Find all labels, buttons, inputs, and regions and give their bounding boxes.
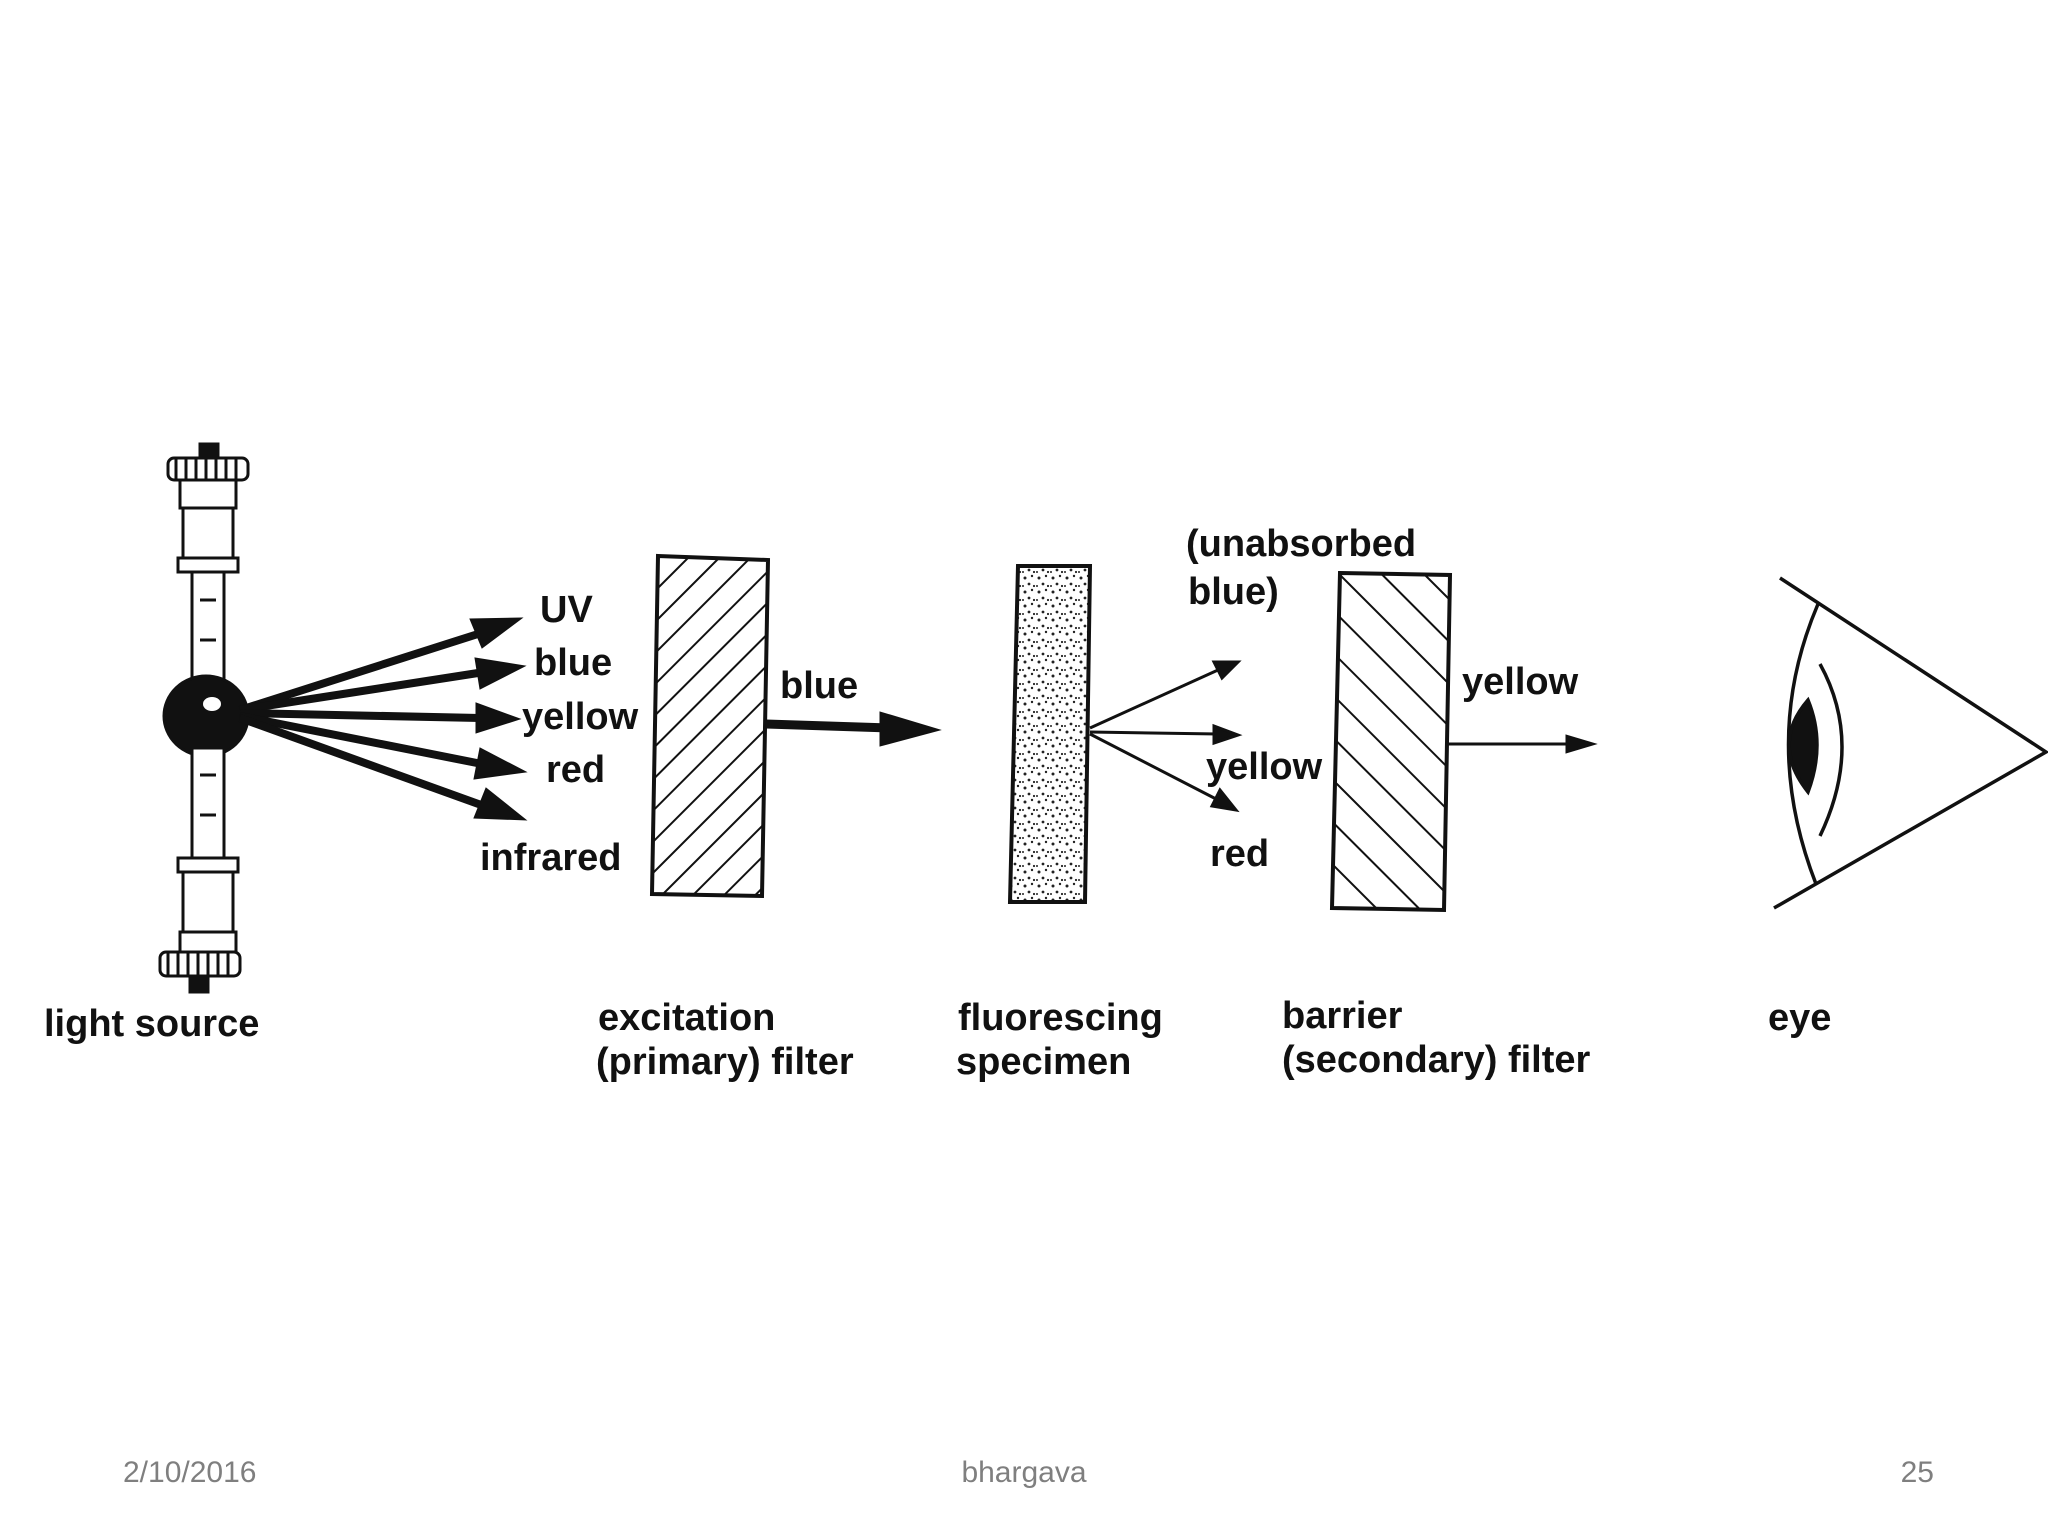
- unabsorbed-blue-arrow: [1089, 660, 1242, 730]
- excitation-output-label: blue: [780, 665, 858, 707]
- page-number: 25: [1900, 1456, 1934, 1489]
- infrared-ray-arrow: [238, 714, 528, 821]
- uv-ray-arrow: [238, 617, 524, 714]
- label-eye: eye: [1768, 997, 1831, 1039]
- yellow-ray-arrow: [239, 702, 522, 734]
- lamp-icon: [158, 442, 250, 994]
- yellow-emission-arrow: [1089, 723, 1243, 746]
- label-light-source: light source: [44, 1003, 259, 1045]
- ray-label-blue: blue: [534, 642, 612, 684]
- barrier-output-arrow: [1446, 734, 1598, 754]
- label-excitation-line2: (primary) filter: [596, 1041, 854, 1083]
- source-rays: [238, 617, 528, 821]
- emission-label-red: red: [1210, 833, 1269, 875]
- barrier-filter: [1329, 570, 1453, 913]
- ray-label-infrared: infrared: [480, 837, 621, 879]
- label-specimen-line2: specimen: [956, 1041, 1131, 1083]
- label-excitation-line1: excitation: [598, 997, 775, 1039]
- fluorescing-specimen: [1007, 564, 1093, 904]
- label-barrier-line2: (secondary) filter: [1282, 1039, 1591, 1081]
- specimen-emission-arrows: [1089, 660, 1243, 813]
- ray-label-uv: UV: [540, 589, 593, 631]
- unabsorbed-label-line2: blue): [1188, 571, 1279, 613]
- eye-icon: [1773, 576, 2048, 910]
- ray-label-yellow: yellow: [522, 696, 639, 738]
- red-emission-arrow: [1089, 732, 1240, 813]
- excitation-output-arrow: [765, 711, 942, 747]
- label-specimen-line1: fluorescing: [958, 997, 1163, 1039]
- barrier-output-label: yellow: [1462, 661, 1579, 703]
- footer-author: bhargava: [961, 1456, 1087, 1489]
- label-barrier-line1: barrier: [1282, 995, 1403, 1037]
- excitation-filter: [649, 553, 771, 899]
- red-ray-arrow: [239, 712, 528, 780]
- emission-label-yellow: yellow: [1206, 746, 1323, 788]
- blue-ray-arrow: [239, 657, 527, 714]
- footer-date: 2/10/2016: [123, 1456, 257, 1489]
- unabsorbed-label-line1: (unabsorbed: [1186, 523, 1416, 565]
- ray-label-red: red: [546, 749, 605, 791]
